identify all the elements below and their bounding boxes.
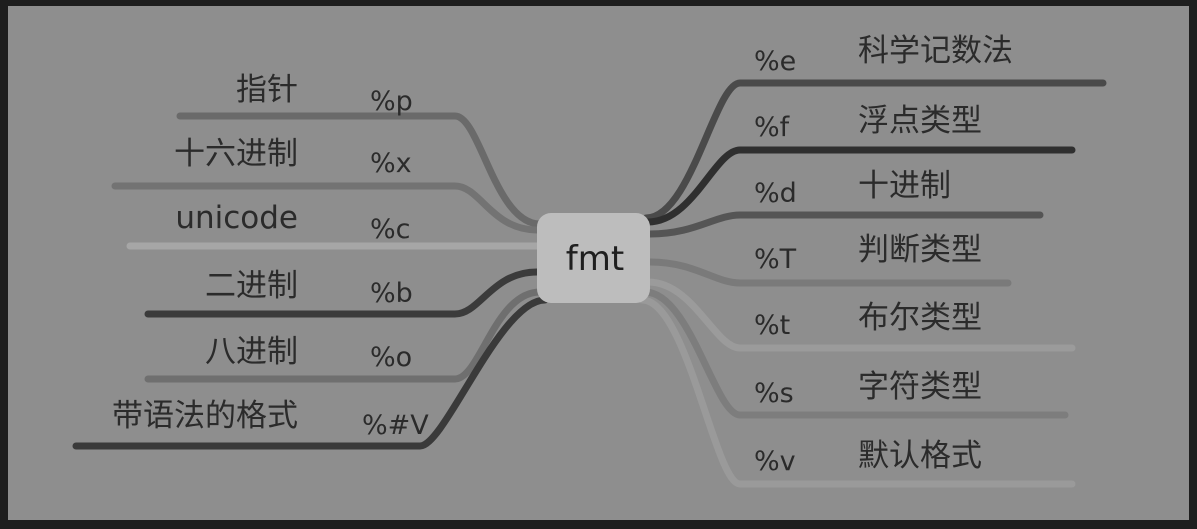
left-branch-label: 指针 <box>236 72 298 108</box>
center-node-box <box>537 213 650 303</box>
right-branch-label: 字符类型 <box>858 369 982 405</box>
left-branch-label: unicode <box>175 200 298 236</box>
right-branch-line <box>642 79 1107 222</box>
right-branch-label: 默认格式 <box>858 438 982 474</box>
right-branch-spec: %v <box>754 446 796 477</box>
left-branch-line <box>144 268 541 318</box>
right-branch-label: 十进制 <box>858 168 951 204</box>
left-branch-label: 二进制 <box>205 268 298 304</box>
right-branch-line <box>644 146 1076 226</box>
left-branch-line <box>176 112 544 228</box>
left-branch-line <box>111 182 541 234</box>
left-branch-spec: %c <box>370 214 411 245</box>
left-branch-label: 十六进制 <box>174 136 298 172</box>
branch-lines <box>72 79 1107 488</box>
right-branch-spec: %f <box>754 112 791 143</box>
right-branch-spec: %s <box>754 378 794 409</box>
right-branch-spec: %e <box>754 46 796 77</box>
branch-labels: 指针 %p 十六进制 %x unicode %c 二进制 %b 八进制 %o 带语法的格式 %#V 科学… <box>112 33 1013 477</box>
left-branch-spec: %p <box>370 86 413 117</box>
right-branch-label: 科学记数法 <box>858 33 1013 69</box>
center-node: fmt <box>537 213 650 303</box>
right-branch-line <box>641 288 1069 419</box>
left-branch-spec: %x <box>370 148 412 179</box>
left-branch-line <box>72 296 549 450</box>
right-branch-line <box>646 258 1012 287</box>
right-branch-spec: %d <box>754 178 797 209</box>
left-branch-spec: %o <box>370 342 412 373</box>
right-branch-line <box>638 296 1076 488</box>
right-branch-spec: %T <box>754 244 797 275</box>
right-branch-spec: %t <box>754 310 790 341</box>
left-branch-label: 带语法的格式 <box>112 398 298 434</box>
left-branch-label: 八进制 <box>205 334 298 370</box>
left-branch-line <box>144 288 544 383</box>
right-branch-label: 布尔类型 <box>858 300 982 336</box>
center-node-label: fmt <box>566 239 624 279</box>
right-branch-line <box>646 211 1044 238</box>
left-branch-spec: %#V <box>362 410 429 441</box>
left-branch-spec: %b <box>370 278 413 309</box>
right-branch-line <box>644 278 1076 352</box>
right-branch-label: 浮点类型 <box>858 103 982 139</box>
right-branch-label: 判断类型 <box>858 232 982 268</box>
